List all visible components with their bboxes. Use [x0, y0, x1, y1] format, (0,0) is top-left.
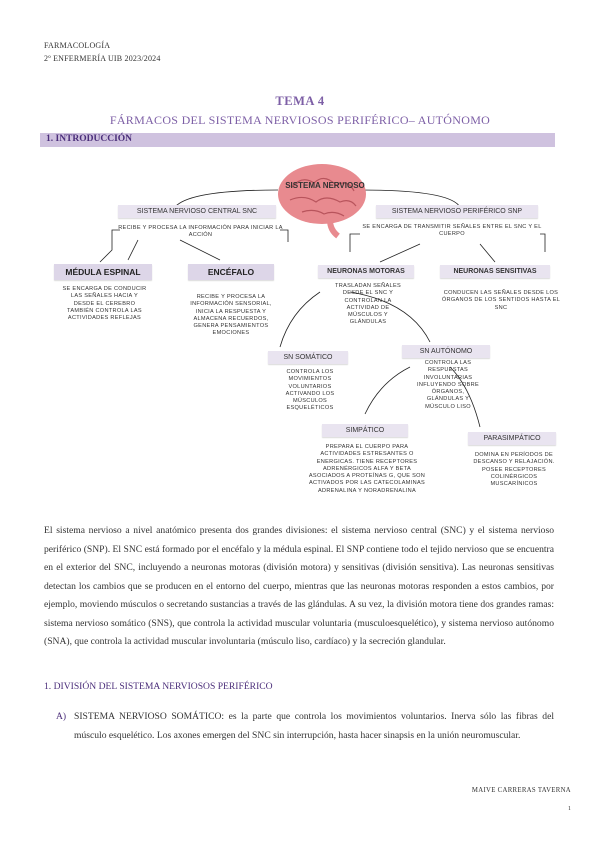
list-marker: A) — [56, 711, 67, 722]
footer-author: MAIVE CARRERAS TAVERNA — [471, 787, 571, 794]
list-item-text: SISTEMA NERVIOSO SOMÁTICO: es la parte q… — [74, 711, 554, 741]
parasimpatico-box: PARASIMPÁTICO — [468, 432, 556, 445]
medula-description: SE ENCARGA DE CONDUCIR LAS SEÑALES HACIA… — [62, 286, 147, 322]
motoras-box: NEURONAS MOTORAS — [318, 265, 414, 278]
sensitivas-box: NEURONAS SENSITIVAS — [440, 265, 550, 278]
autonomo-description: CONTROLA LAS RESPUESTAS INVOLUNTARIAS IN… — [417, 360, 479, 410]
somatico-description: CONTROLA LOS MOVIMIENTOS VOLUNTARIOS ACT… — [285, 369, 335, 412]
diagram-connectors — [99, 164, 546, 428]
encefalo-description: RECIBE Y PROCESA LA INFORMACIÓN SENSORIA… — [190, 294, 272, 337]
simpatico-box: SIMPÁTICO — [322, 424, 408, 437]
section-heading: 1. INTRODUCCIÓN — [46, 134, 133, 144]
somatico-box: SN SOMÁTICO — [268, 351, 348, 364]
section-heading-bar: 1. INTRODUCCIÓN — [40, 133, 555, 147]
snc-description: RECIBE Y PROCESA LA INFORMACIÓN PARA INI… — [118, 225, 283, 239]
encefalo-box: ENCÉFALO — [188, 264, 274, 280]
parasimpatico-description: DOMINA EN PERÍODOS DE DESCANSO Y RELAJAC… — [473, 452, 555, 488]
page-subtitle: FÁRMACOS DEL SISTEMA NERVIOSOS PERIFÉRIC… — [109, 113, 491, 127]
header-subject: FARMACOLOGÍA — [44, 41, 111, 50]
brain-icon — [278, 164, 366, 239]
autonomo-box: SN AUTÓNOMO — [402, 345, 490, 358]
snp-description: SE ENCARGA DE TRANSMITIR SEÑALES ENTRE E… — [362, 224, 542, 238]
header-course: 2º ENFERMERÍA UIB 2023/2024 — [44, 54, 161, 63]
snp-box: SISTEMA NERVIOSO PERIFÉRICO SNP — [376, 205, 538, 218]
simpatico-description: PREPARA EL CUERPO PARA ACTIVIDADES ESTRE… — [308, 444, 426, 494]
list-item-a: A) SISTEMA NERVIOSO SOMÁTICO: es la part… — [56, 708, 554, 745]
page-title: TEMA 4 — [275, 94, 325, 108]
sensitivas-description: CONDUCEN LAS SEÑALES DESDE LOS ÓRGANOS D… — [441, 290, 561, 311]
intro-paragraph: El sistema nervioso a nivel anatómico pr… — [44, 525, 554, 647]
nervous-system-diagram: SISTEMA NERVIOSO SISTEMA NERVIOSO CENTRA… — [40, 152, 560, 522]
page-number: 1 — [568, 806, 571, 812]
snc-box: SISTEMA NERVIOSO CENTRAL SNC — [118, 205, 276, 218]
motoras-description: TRASLADAN SEÑALES DESDE EL SNC Y CONTROL… — [334, 283, 402, 326]
medula-box: MÉDULA ESPINAL — [54, 264, 152, 280]
root-label: SISTEMA NERVIOSO — [285, 181, 365, 190]
section2-heading: 1. DIVISIÓN DEL SISTEMA NERVIOSOS PERIFÉ… — [44, 681, 273, 692]
